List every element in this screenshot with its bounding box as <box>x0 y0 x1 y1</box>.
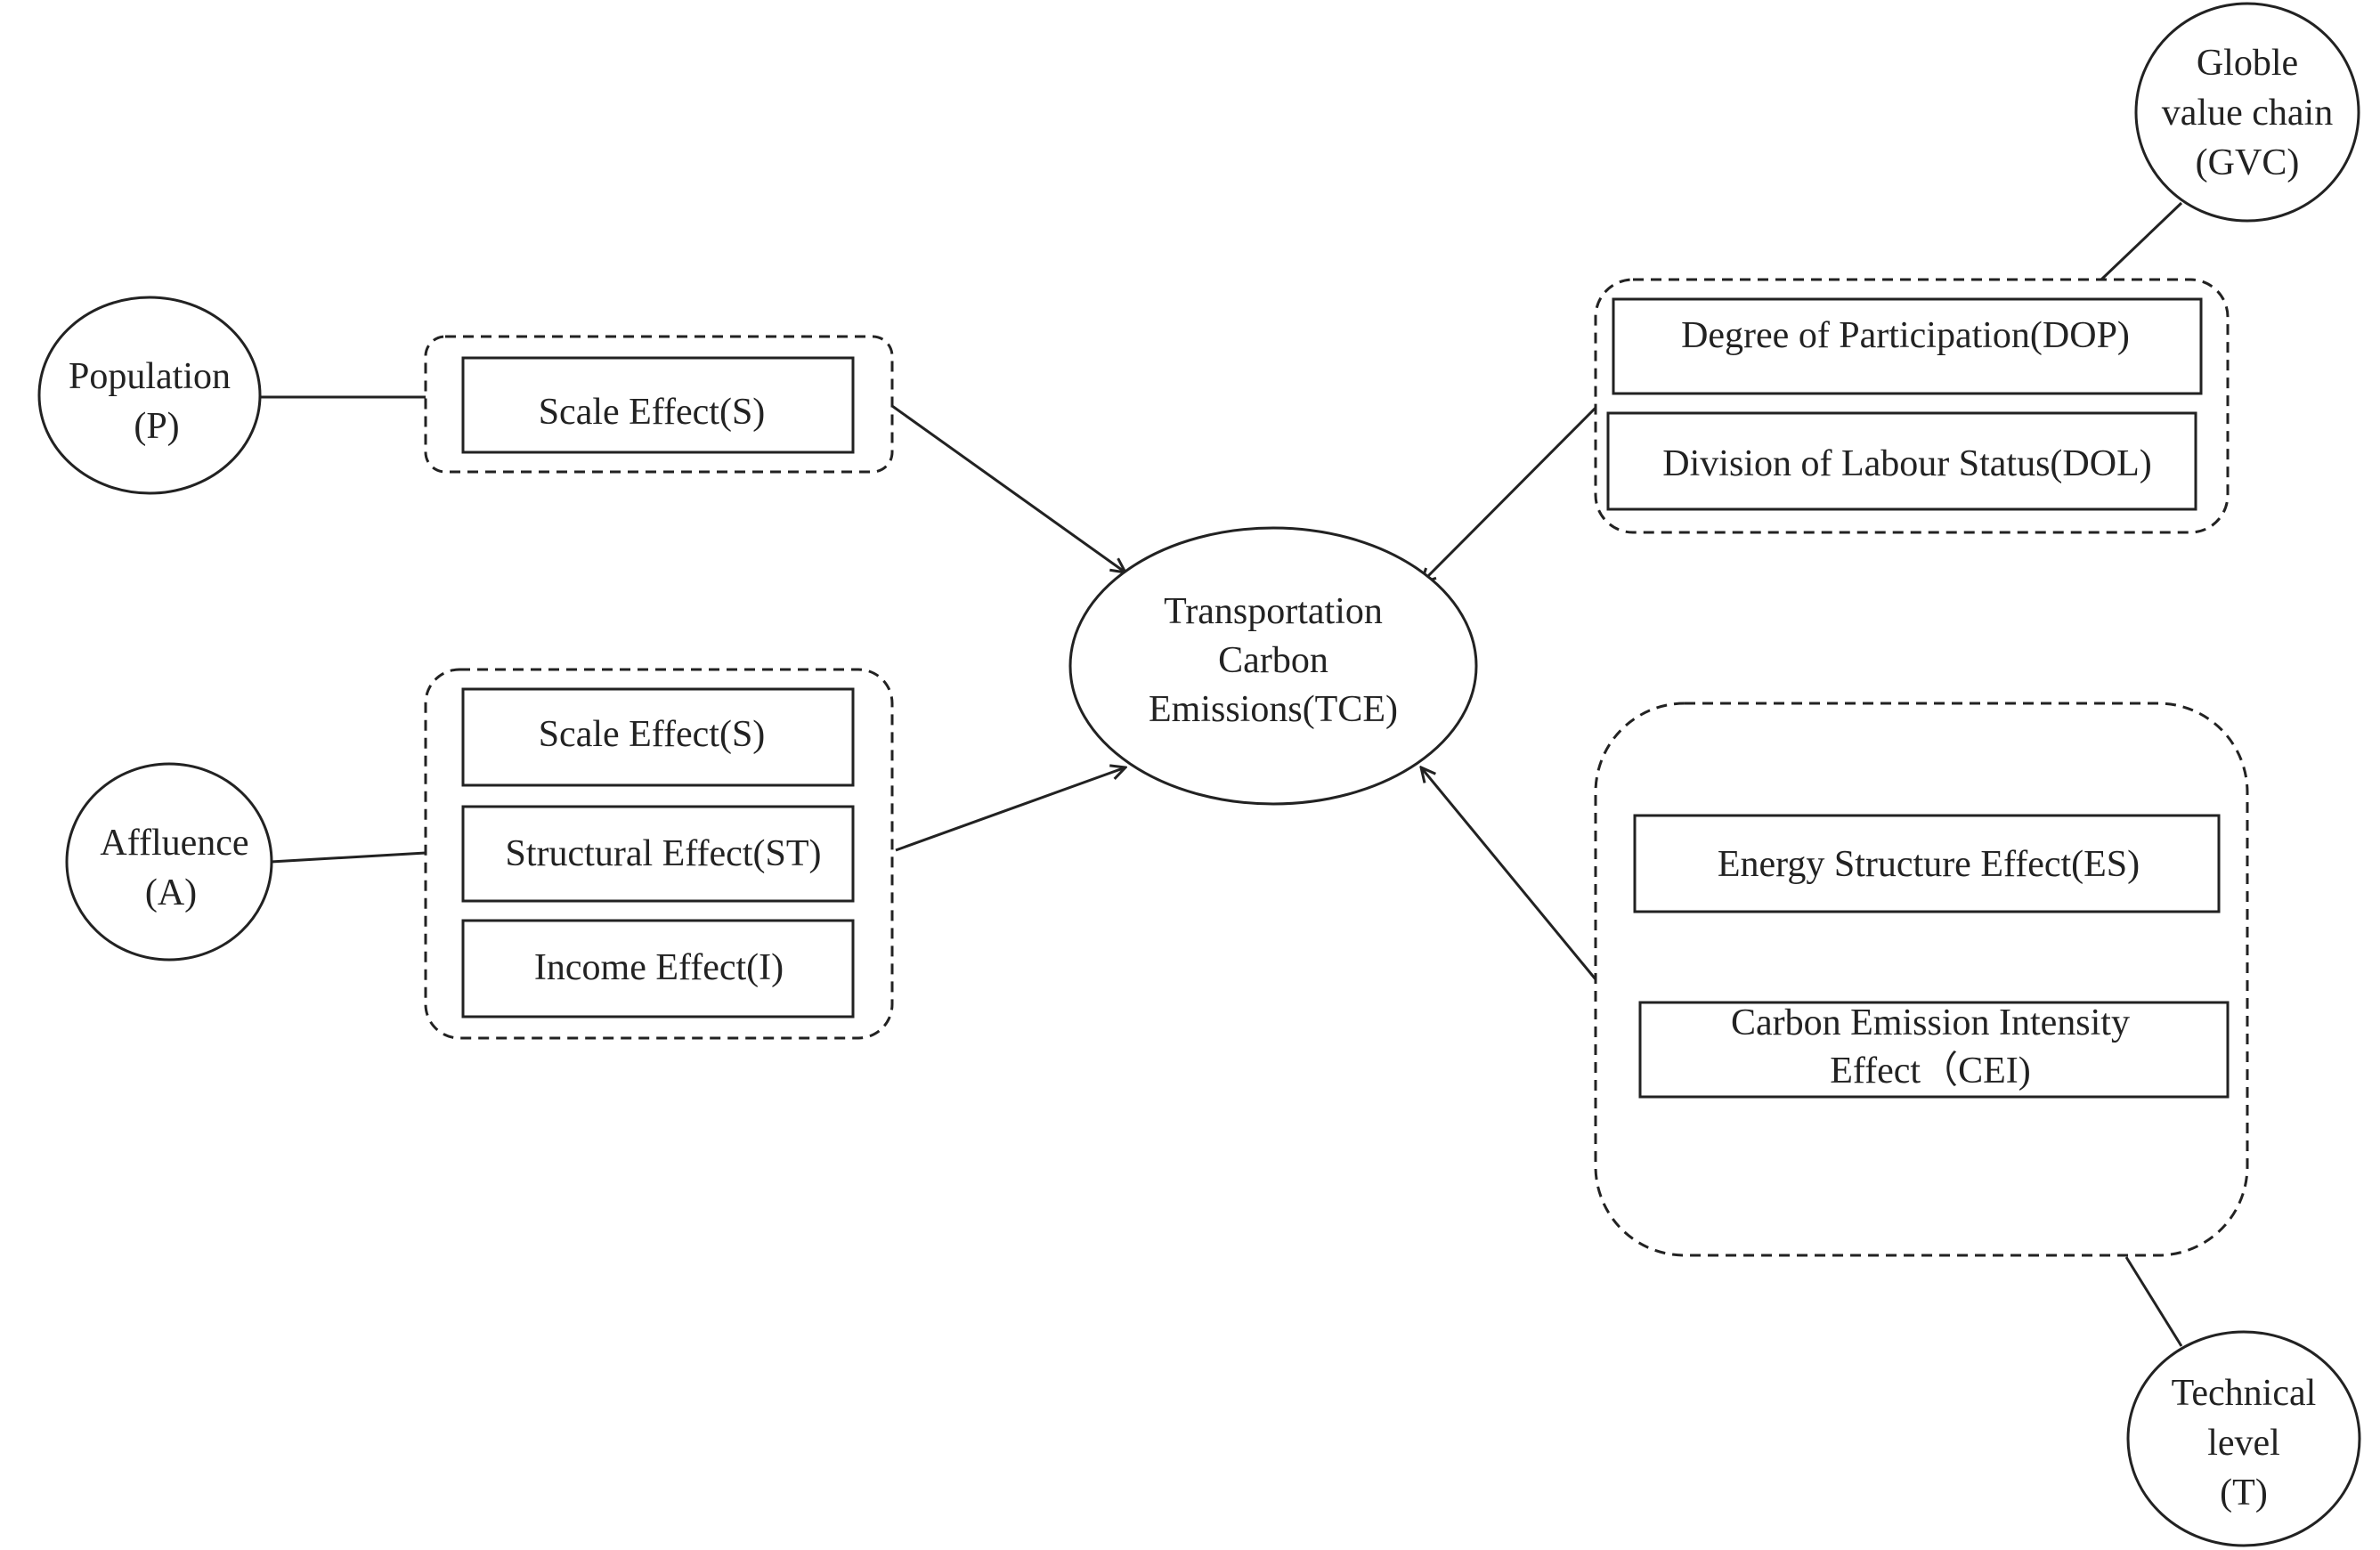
gvc-label-line-3: (GVC) <box>2196 142 2300 183</box>
population-label-line-2: (P) <box>134 406 179 447</box>
income-effect-box <box>461 919 855 1018</box>
dol-box <box>1606 411 2197 511</box>
affluence-connector <box>270 851 426 864</box>
income-effect-label: Income Effect(I) <box>534 947 784 988</box>
technical-node: Technical level (T) <box>2126 1330 2361 1547</box>
arrow-technical-to-tce <box>1421 767 1597 980</box>
affluence-label-line-1: Affluence <box>100 823 248 864</box>
technical-label-line-1: Technical <box>2172 1373 2317 1414</box>
technical-label-line-2: level <box>2207 1423 2280 1464</box>
gvc-node: Globle value chain (GVC) <box>2134 2 2360 223</box>
population-scale-effect-box <box>461 356 855 454</box>
affluence-effects-group: Scale Effect(S) Structural Effect(ST) In… <box>424 668 894 1040</box>
arrow-population-to-tce <box>891 404 1125 572</box>
structural-effect-box <box>461 805 855 903</box>
arrow-affluence-to-tce <box>895 767 1125 852</box>
tce-node: Transportation Carbon Emissions(TCE) <box>1068 526 1478 806</box>
cei-label-line-2: Effect（CEI) <box>1830 1051 2030 1091</box>
cei-box <box>1638 1001 2230 1099</box>
affluence-label-line-2: (A) <box>145 872 197 913</box>
population-effects-group: Scale Effect(S) <box>424 335 894 474</box>
es-label: Energy Structure Effect(ES) <box>1718 844 2140 885</box>
technical-connector <box>2124 1256 2183 1347</box>
structural-effect-label: Structural Effect(ST) <box>506 833 822 874</box>
tce-label-line-2: Carbon <box>1218 640 1328 681</box>
tce-label-line-3: Emissions(TCE) <box>1149 689 1398 730</box>
es-box <box>1633 814 2221 913</box>
arrow-gvc-to-tce <box>1421 406 1597 583</box>
dol-label: Division of Labour Status(DOL) <box>1662 443 2151 484</box>
cei-label-line-1: Carbon Emission Intensity <box>1731 1002 2130 1043</box>
dop-label: Degree of Participation(DOP) <box>1681 315 2130 356</box>
population-scale-effect-label: Scale Effect(S) <box>539 392 766 433</box>
gvc-label-line-2: value chain <box>2162 93 2333 134</box>
gvc-effects-group: Degree of Participation(DOP) Division of… <box>1594 278 2230 534</box>
technical-effects-group: Energy Structure Effect(ES) Carbon Emiss… <box>1594 702 2249 1257</box>
tce-label-line-1: Transportation <box>1164 591 1383 632</box>
gvc-connector <box>2100 201 2183 281</box>
affluence-scale-effect-box <box>461 687 855 787</box>
dop-box <box>1612 297 2203 395</box>
population-node: Population (P) <box>37 296 262 495</box>
affluence-node: Affluence (A) <box>65 762 273 962</box>
population-label-line-1: Population <box>69 356 231 397</box>
technical-label-line-3: (T) <box>2220 1473 2268 1513</box>
affluence-scale-effect-label: Scale Effect(S) <box>539 714 766 755</box>
gvc-label-line-1: Globle <box>2197 43 2298 84</box>
